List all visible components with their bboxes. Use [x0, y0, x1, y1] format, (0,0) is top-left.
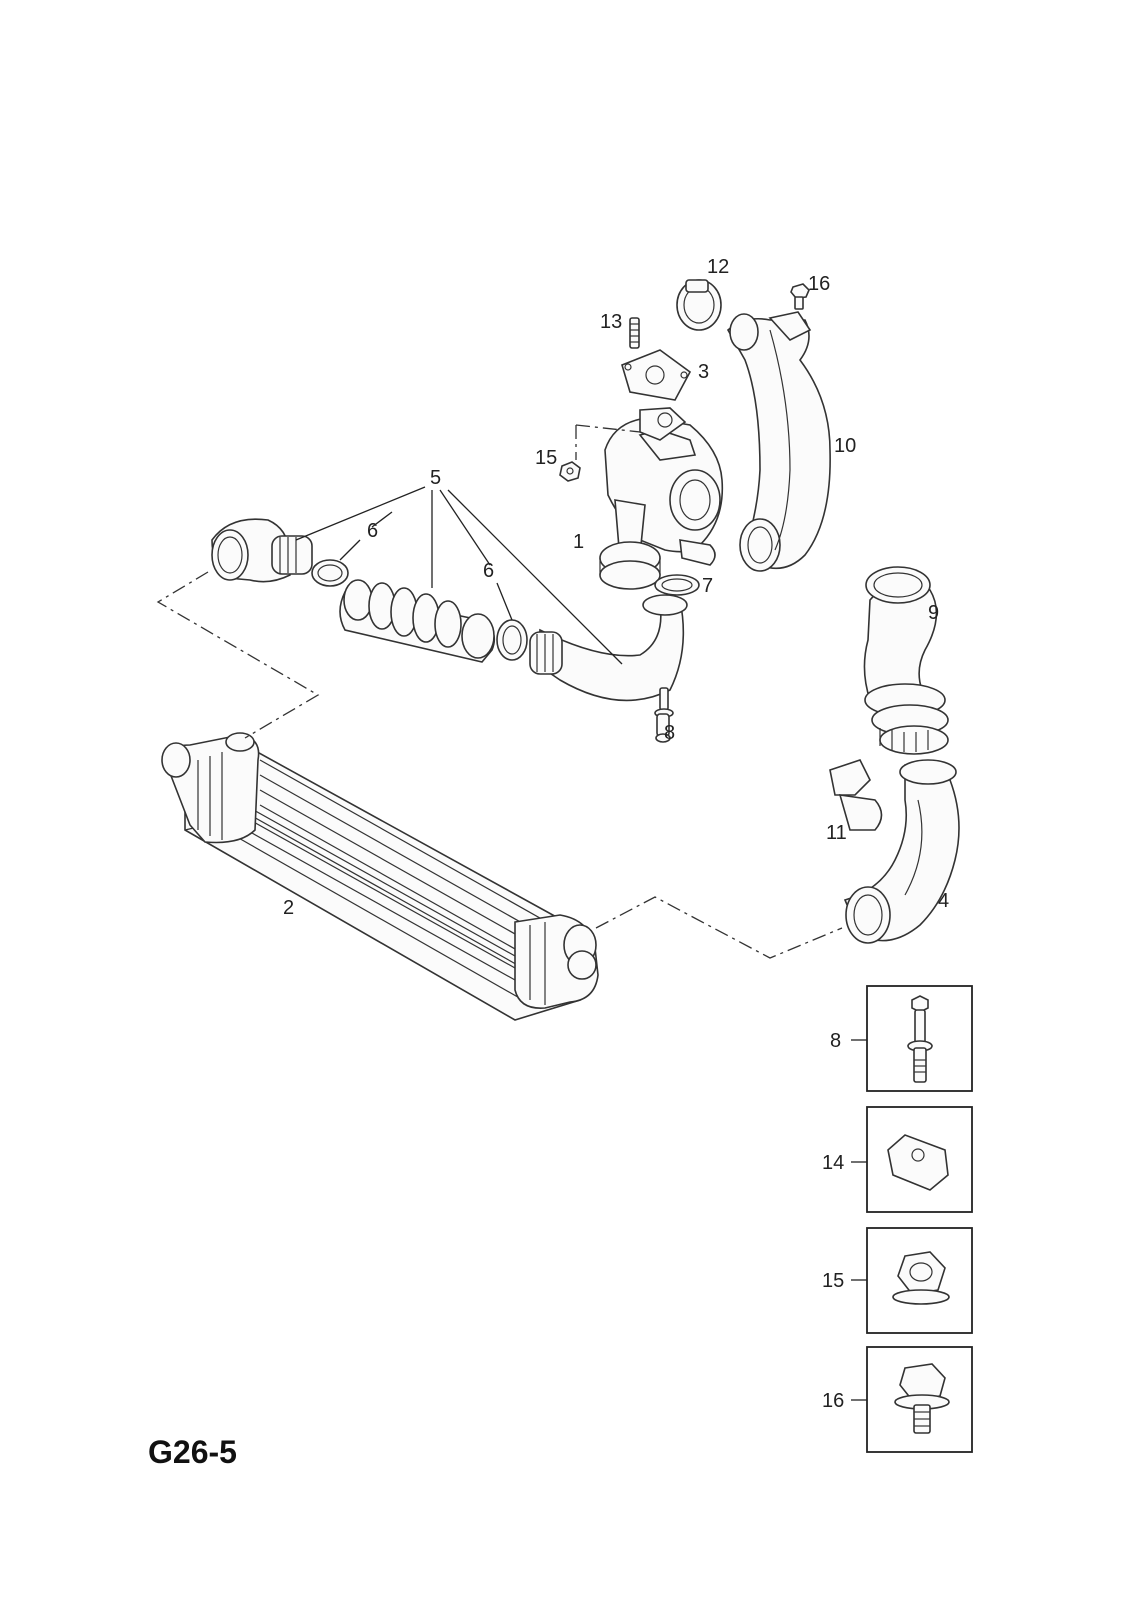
callout-5: 5 — [430, 467, 441, 489]
detail-label-14: 14 — [822, 1152, 844, 1174]
charge-hose-4 — [843, 759, 960, 944]
callout-1: 1 — [573, 531, 584, 553]
callouts: 1 2 3 4 5 6 6 7 8 9 10 11 12 13 15 16 — [283, 256, 949, 919]
clamp-12 — [676, 279, 722, 331]
callout-3: 3 — [698, 361, 709, 383]
diagram-code: G26-5 — [148, 1434, 237, 1470]
detail-box-15: 15 — [822, 1227, 973, 1334]
detail-label-15: 15 — [822, 1270, 844, 1292]
turbocharger — [599, 407, 724, 590]
detail-label-8: 8 — [830, 1030, 841, 1052]
nut-15 — [559, 424, 641, 482]
callout-2: 2 — [283, 897, 294, 919]
callout-10: 10 — [834, 435, 856, 457]
inlet-duct-assembly — [211, 518, 688, 702]
gasket-3 — [621, 349, 692, 401]
callout-12: 12 — [707, 256, 729, 278]
stud-13 — [629, 317, 640, 349]
gasket-7 — [654, 574, 700, 596]
bolt-16-installed — [790, 283, 810, 310]
bracket-11 — [829, 759, 883, 831]
detail-box-8: 8 — [830, 985, 973, 1092]
callout-15: 15 — [535, 447, 557, 469]
callout-6-upper: 6 — [367, 520, 378, 542]
detail-box-14: 14 — [822, 1106, 973, 1213]
callout-8: 8 — [664, 722, 675, 744]
detail-label-16: 16 — [822, 1390, 844, 1412]
routing-lines — [156, 571, 843, 959]
charge-hose-9 — [863, 566, 949, 755]
leader-lines — [295, 486, 623, 665]
intercooler — [161, 732, 599, 1021]
callout-13: 13 — [600, 311, 622, 333]
callout-9: 9 — [928, 602, 939, 624]
callout-4: 4 — [938, 890, 949, 912]
callout-16: 16 — [808, 273, 830, 295]
callout-6-lower: 6 — [483, 560, 494, 582]
bolt-8-installed — [654, 687, 674, 743]
callout-11: 11 — [826, 822, 847, 844]
callout-7: 7 — [702, 575, 713, 597]
charge-pipe-10 — [726, 311, 831, 572]
detail-box-16: 16 — [822, 1346, 973, 1453]
